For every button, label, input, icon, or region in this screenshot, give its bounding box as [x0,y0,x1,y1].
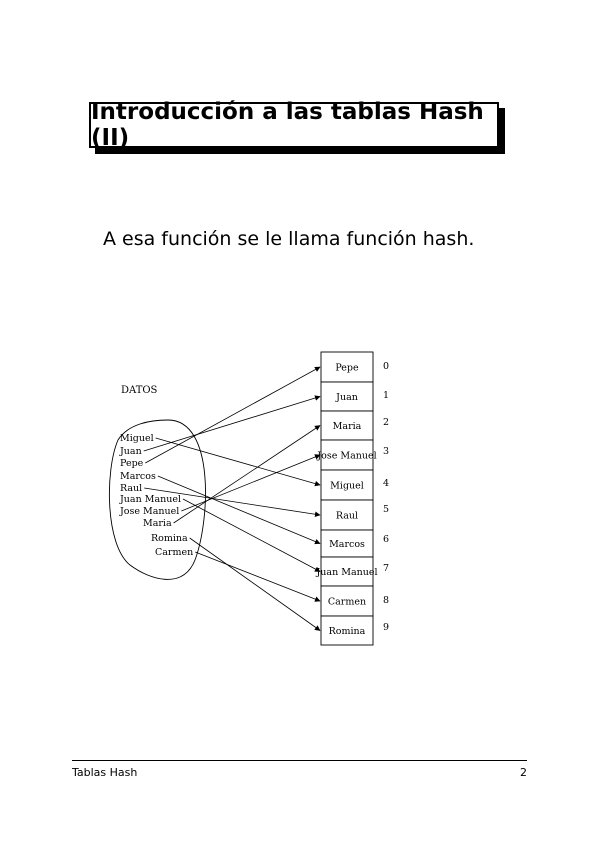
table-cell-label-raul: Raul [336,511,358,522]
table-cell-label-romina: Romina [329,626,366,637]
index-labels-group: 0 1 2 3 4 5 6 7 8 9 [383,361,389,633]
data-item-raul: Raul [120,483,142,494]
table-cell-label-marcos: Marcos [329,539,365,550]
table-cell-label-maria: Maria [333,421,362,432]
arrow-romina [189,537,321,631]
table-cell-label-miguel: Miguel [330,481,364,492]
arrow-jose-manuel [181,454,321,512]
table-cell-4 [320,469,374,501]
arrow-juan [143,395,321,452]
slot-index-7: 7 [383,563,389,574]
table-cell-label-carmen: Carmen [328,597,366,608]
data-item-marcos: Marcos [120,471,156,482]
slot-index-5: 5 [383,504,389,515]
slide-title: Introducción a las tablas Hash (II) [91,99,484,151]
data-set-label: DATOS [121,385,158,396]
page-number: 2 [520,766,527,779]
data-item-romina: Romina [151,533,188,544]
data-item-juan: Juan [119,446,142,457]
data-set-ellipse [108,419,206,580]
data-item-juan-manuel: Juan Manuel [119,494,181,505]
footer-rule [72,760,527,761]
slot-index-0: 0 [383,361,389,372]
data-item-miguel: Miguel [120,433,154,444]
table-cell-label-juan-manuel: Juan Manuel [315,567,377,578]
slot-index-8: 8 [383,595,389,606]
footer-title: Tablas Hash [72,766,138,779]
slot-index-1: 1 [383,390,389,401]
slot-index-4: 4 [383,478,389,489]
slide-title-box: Introducción a las tablas Hash (II) [89,99,499,151]
slot-index-9: 9 [383,622,389,633]
table-cell-label-jose-manuel: Jose Manuel [316,451,376,462]
table-cell-3 [320,439,374,471]
arrow-carmen [195,551,321,602]
mapping-arrows [143,366,321,631]
data-item-pepe: Pepe [120,458,144,469]
arrow-pepe [145,366,321,464]
data-item-jose-manuel: Jose Manuel [119,506,179,517]
slot-index-3: 3 [383,446,389,457]
data-item-maria: Maria [143,518,172,529]
slot-index-2: 2 [383,417,389,428]
table-cell-label-pepe: Pepe [335,363,359,374]
table-cell-6 [320,529,374,558]
arrow-marcos [157,475,321,545]
arrow-maria [173,425,321,524]
table-cell-9 [320,615,374,646]
table-cell-5 [320,499,374,531]
table-cell-label-juan: Juan [335,392,358,403]
table-cell-8 [320,585,374,617]
arrow-juan-manuel [182,498,321,572]
data-item-carmen: Carmen [155,547,193,558]
slot-index-6: 6 [383,534,389,545]
arrow-miguel [155,437,321,487]
arrow-raul [144,487,321,518]
slide-subtitle: A esa función se le llama función hash. [103,228,475,250]
